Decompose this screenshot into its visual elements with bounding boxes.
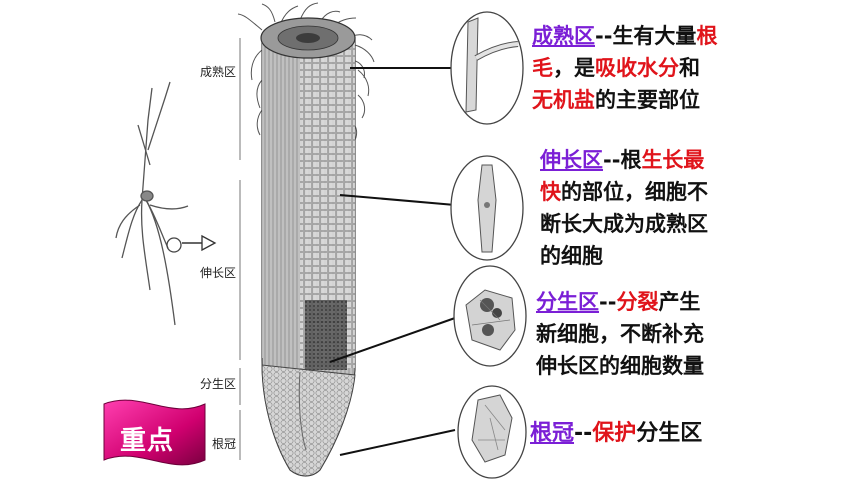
highlight: 吸收水分 xyxy=(595,56,679,80)
seedling-illustration xyxy=(115,81,217,326)
meristem-cell-magnified xyxy=(453,265,527,367)
text-run: 产生 xyxy=(658,290,701,314)
zone-label-elongation: 伸长区 xyxy=(200,266,237,280)
elongation-cell-magnified xyxy=(450,155,524,261)
separator: -- xyxy=(599,290,617,314)
cap-zone-term: 根冠 xyxy=(530,421,575,446)
mature-cell-magnified xyxy=(450,11,524,125)
text-run: 分生区 xyxy=(636,421,703,446)
elongation-zone-description: 伸长区--根生长最 快的部位，细胞不 断长大成为成熟区 的细胞 xyxy=(540,144,840,272)
highlight: 毛 xyxy=(532,56,553,80)
text-run: ，是 xyxy=(553,56,595,80)
text-run: 的主要部位 xyxy=(595,88,700,112)
key-point-flag xyxy=(103,399,206,466)
text-run: 的部位，细胞不 xyxy=(561,180,708,204)
text-run: 断长大成为成熟区 xyxy=(540,212,708,236)
cap-cell-magnified xyxy=(457,385,527,479)
elongation-zone-term: 伸长区 xyxy=(540,148,603,172)
separator: -- xyxy=(595,24,613,48)
highlight: 分裂 xyxy=(616,290,659,314)
mature-zone-term: 成熟区 xyxy=(532,24,595,48)
pointer-lines xyxy=(329,67,456,456)
text-run: 根 xyxy=(620,148,642,172)
highlight: 保护 xyxy=(592,421,637,446)
meristem-zone-term: 分生区 xyxy=(536,290,599,314)
separator: -- xyxy=(574,421,593,446)
text-run: 新细胞，不断补充 xyxy=(536,322,704,346)
text-run: 伸长区的细胞数量 xyxy=(536,354,704,378)
zone-label-mature: 成熟区 xyxy=(200,65,237,79)
text-run: 生有大量 xyxy=(612,24,697,48)
zone-label-cap: 根冠 xyxy=(212,437,237,451)
cap-zone-description: 根冠--保护分生区 xyxy=(530,418,850,450)
mature-zone-description: 成熟区--生有大量根 毛，是吸收水分和 无机盐的主要部位 xyxy=(532,20,852,116)
highlight: 生长最 xyxy=(641,148,705,172)
meristem-zone-description: 分生区--分裂产生 新细胞，不断补充 伸长区的细胞数量 xyxy=(536,286,846,382)
key-point-badge-text: 重点 xyxy=(120,426,175,456)
highlight: 无机盐 xyxy=(532,88,595,112)
root-longitudinal-section xyxy=(260,17,356,477)
text-run: 的细胞 xyxy=(540,244,603,268)
separator: -- xyxy=(603,148,621,172)
zone-label-meristem: 分生区 xyxy=(200,377,237,391)
highlight: 快 xyxy=(540,180,561,204)
highlight: 根 xyxy=(696,24,718,48)
text-run: 和 xyxy=(679,56,700,80)
